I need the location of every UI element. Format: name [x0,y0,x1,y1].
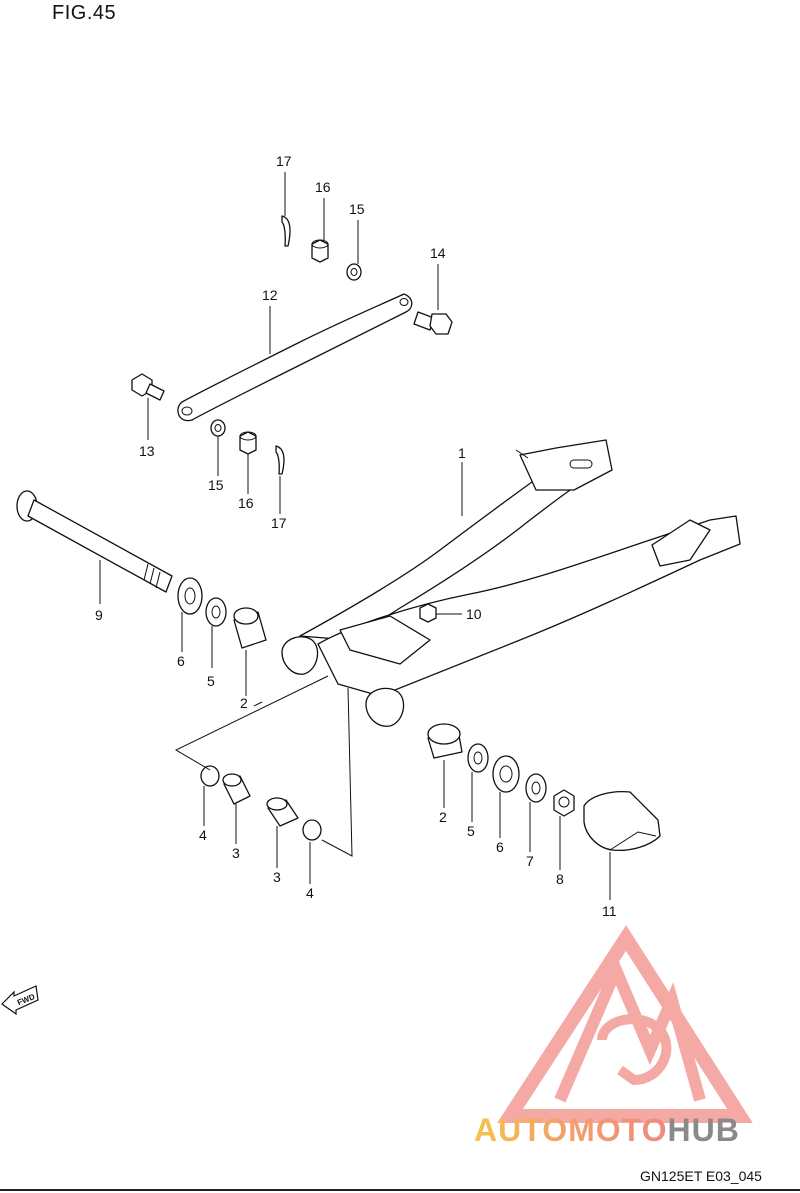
callout-13: 13 [139,443,155,459]
callout-17-upper: 17 [276,153,292,169]
automotohub-logo-icon [497,925,753,1123]
callout-14: 14 [430,245,446,261]
wordmark-part2: HUB [667,1112,740,1148]
callout-3-right: 3 [273,869,281,885]
callout-16-upper: 16 [315,179,331,195]
figure-title: FIG.45 [52,2,117,24]
callout-16-lower: 16 [238,495,254,511]
wordmark-part1: AUTOMOTO [474,1112,668,1148]
leader-lines [99,172,611,900]
callout-15-upper: 15 [349,201,365,217]
washer-right-7 [525,773,547,803]
callout-4-right: 4 [306,885,314,901]
callout-6-right: 6 [496,839,504,855]
callout-10: 10 [466,606,482,622]
bolt-13 [131,373,165,401]
cotter-pin-lower [275,445,285,475]
fwd-arrow-icon: FWD [1,985,39,1016]
pivot-shaft [16,490,173,593]
circlip-left [200,765,220,787]
pivot-nut [553,789,575,817]
callout-15-lower: 15 [208,477,224,493]
drawing-code: GN125ET E03_045 [640,1168,762,1184]
callout-5-right: 5 [467,823,475,839]
cotter-pin-upper [281,215,291,247]
callout-1: 1 [458,445,466,461]
spacer-right [427,723,463,759]
bushing-right [266,797,299,827]
callout-7: 7 [526,853,534,869]
callout-2-right: 2 [439,809,447,825]
callout-4-left: 4 [199,827,207,843]
washer-upper [346,263,362,281]
washer-lower [210,419,226,437]
bolt-14 [413,311,453,335]
nut-upper [311,239,329,263]
circlip-right [302,819,322,841]
dust-seal-left [177,577,203,615]
callout-5-left: 5 [207,673,215,689]
callout-17-lower: 17 [271,515,287,531]
nut-lower [239,431,257,455]
automotohub-wordmark: AUTOMOTOHUB [474,1112,740,1149]
grease-nipple [419,603,437,623]
callout-12: 12 [262,287,278,303]
torque-rod [177,293,413,422]
washer-left [205,597,227,627]
callout-numbers: 1 2 2 3 3 4 4 5 5 6 6 7 8 9 10 11 12 13 … [95,153,617,919]
frame-bottom-border [0,1189,800,1191]
chain-buffer [583,790,661,852]
callout-9: 9 [95,607,103,623]
washer-right-5 [467,743,489,773]
callout-11: 11 [602,903,617,919]
bushing-left [222,773,251,805]
callout-3-left: 3 [232,845,240,861]
dust-seal-right [492,755,520,793]
callout-8: 8 [556,871,564,887]
callout-2-left: 2 [240,695,248,711]
spacer-left [233,607,267,649]
detail-bracket [174,675,353,857]
swingarm [281,439,741,727]
callout-6-left: 6 [177,653,185,669]
